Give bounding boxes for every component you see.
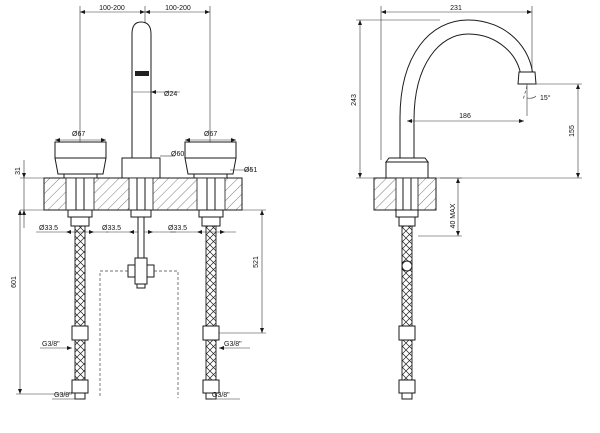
thread-left-lower-label: G3/8" — [54, 392, 72, 399]
span-left-label: 100-200 — [99, 5, 125, 12]
side-nuts — [395, 209, 419, 227]
span-right-label: 100-200 — [165, 5, 191, 12]
total-height-label: 601 — [11, 276, 18, 288]
left-hose — [71, 225, 89, 400]
left-handle-diameter-label: Ø67 — [72, 131, 85, 138]
max-deck-dimension — [418, 177, 462, 237]
side-hoses — [398, 225, 416, 400]
side-height-dimension — [356, 19, 440, 179]
front-view: 100-200 100-200 Ø24 Ø60 Ø67 — [11, 5, 266, 400]
aerator-mark — [135, 71, 149, 76]
hole-center-label: Ø33.5 — [102, 225, 121, 232]
deck-thickness-dimension — [20, 160, 44, 228]
right-hose — [202, 225, 220, 400]
outlet-height-label: 155 — [569, 125, 576, 137]
total-height-dimension — [16, 210, 72, 395]
reach-total-dimension — [380, 6, 533, 160]
right-handle — [184, 138, 252, 179]
right-handle-diameter-label: Ø67 — [204, 131, 217, 138]
reach-label: 186 — [459, 113, 471, 120]
hole-right-label: Ø33.5 — [168, 225, 187, 232]
max-deck-label: 40 MAX — [450, 203, 457, 228]
outlet-height-dimension — [440, 83, 582, 179]
deck-diameter-label: Ø51 — [244, 167, 257, 174]
central-pipe — [127, 216, 155, 289]
thread-left-upper-label: G3/8" — [42, 341, 60, 348]
angle-marker — [526, 84, 537, 116]
thread-leaders — [40, 346, 250, 400]
thread-right-upper-label: G3/8" — [224, 341, 242, 348]
span-dimension — [79, 6, 211, 160]
side-height-label: 243 — [351, 94, 358, 106]
hose-height-dimension — [219, 209, 266, 334]
left-handle — [54, 138, 107, 179]
reach-total-label: 231 — [450, 5, 462, 12]
reach-dimension — [407, 119, 524, 123]
side-view: 231 243 15° 186 — [351, 5, 582, 400]
deck-thickness-label: 31 — [15, 167, 22, 175]
spout-diameter-label: Ø24 — [164, 91, 177, 98]
hole-left-label: Ø33.5 — [39, 225, 58, 232]
base-diameter-label: Ø60 — [171, 151, 184, 158]
side-deck-slab — [373, 177, 437, 211]
connection-lines — [99, 270, 179, 398]
curved-spout — [399, 19, 537, 162]
angle-label: 15° — [540, 94, 551, 102]
side-base — [385, 157, 429, 179]
mounting-nuts — [67, 209, 224, 227]
thread-right-lower-label: G3/8" — [212, 392, 230, 399]
hose-height-label: 521 — [253, 256, 260, 268]
hole-dimensions — [36, 230, 236, 234]
central-base — [121, 155, 175, 179]
deck-slab — [43, 177, 243, 211]
spout — [131, 21, 180, 159]
